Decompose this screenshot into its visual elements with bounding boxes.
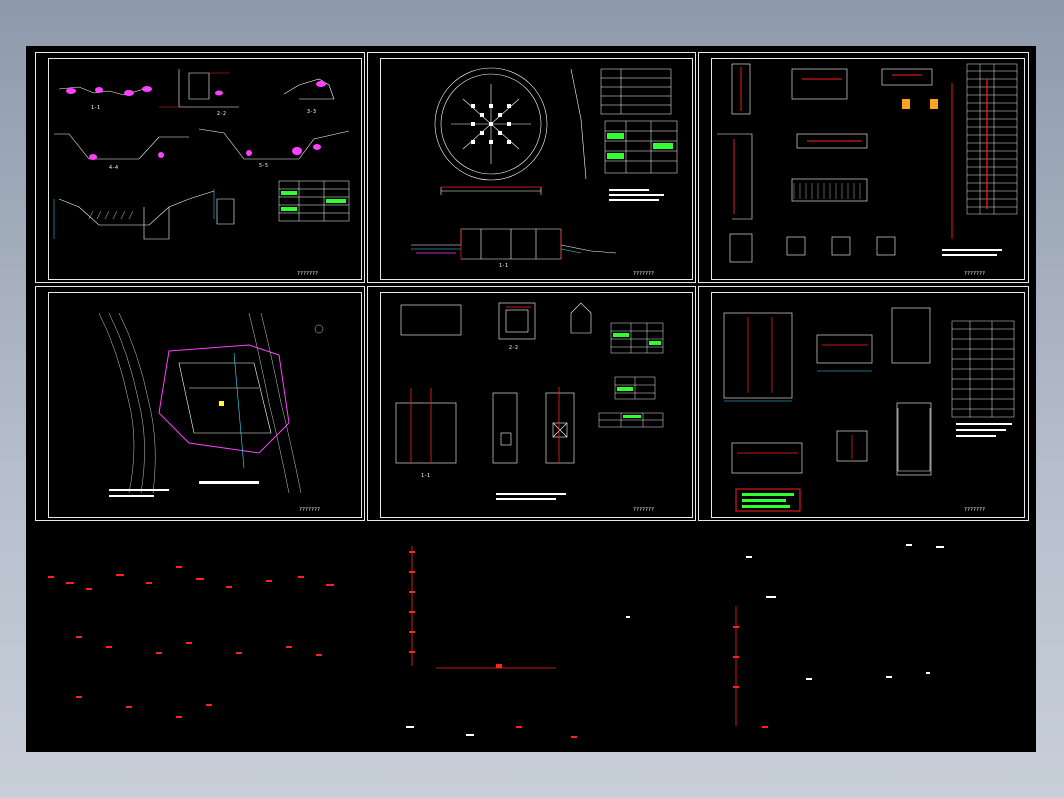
sheet-5-caption-1: 1-1 xyxy=(421,473,431,479)
sheet-1-caption-1: 1-1 xyxy=(91,105,101,111)
sheet-2-caption-1: 1-1 xyxy=(499,263,509,269)
sheet-3-inner-frame: ??????? xyxy=(711,58,1025,280)
sheet-6-title-block: ??????? xyxy=(964,507,986,513)
sheet-1-caption-3: 3-3 xyxy=(307,109,317,115)
sheet-2-title-block: ??????? xyxy=(633,271,655,277)
sheet-5-caption-2: 2-2 xyxy=(509,345,519,351)
sheet-2-border[interactable] xyxy=(367,52,696,283)
sheet-1-caption-5: 5-5 xyxy=(259,163,269,169)
sheet-3-border[interactable] xyxy=(698,52,1029,283)
sheet-6-inner-frame: ??????? xyxy=(711,292,1025,518)
sheet-3-drawing xyxy=(717,63,1018,263)
sheet-1-inner-frame: 1-1 2-2 3-3 4-4 5-5 ??????? xyxy=(48,58,362,280)
sheet-2-inner-frame: 1-1 ??????? xyxy=(380,58,693,280)
sheet-4-title-block: ??????? xyxy=(299,507,321,513)
sheet-5-drawing xyxy=(395,302,664,500)
cad-model-space[interactable]: 1-1 2-2 3-3 4-4 5-5 ??????? xyxy=(26,46,1036,752)
sheet-4-border[interactable] xyxy=(35,286,365,521)
sheet-4-inner-frame: ??????? xyxy=(48,292,362,518)
sheet-1-border[interactable] xyxy=(35,52,365,283)
sheet-1-title-block: ??????? xyxy=(297,271,319,277)
sheet-2-drawing xyxy=(411,67,678,260)
model-space-annotations xyxy=(48,544,944,738)
sheet-5-border[interactable] xyxy=(367,286,696,521)
sheet-4-drawing xyxy=(98,312,324,497)
sheet-5-title-block: ??????? xyxy=(633,507,655,513)
sheet-5-inner-frame: 1-1 2-2 ??????? xyxy=(380,292,693,518)
sheet-1-drawing xyxy=(53,69,350,240)
sheet-6-drawing xyxy=(723,307,1015,512)
sheet-3-title-block: ??????? xyxy=(964,271,986,277)
sheet-1-caption-2: 2-2 xyxy=(217,111,227,117)
sheet-6-border[interactable] xyxy=(698,286,1029,521)
sheet-1-caption-4: 4-4 xyxy=(109,165,119,171)
